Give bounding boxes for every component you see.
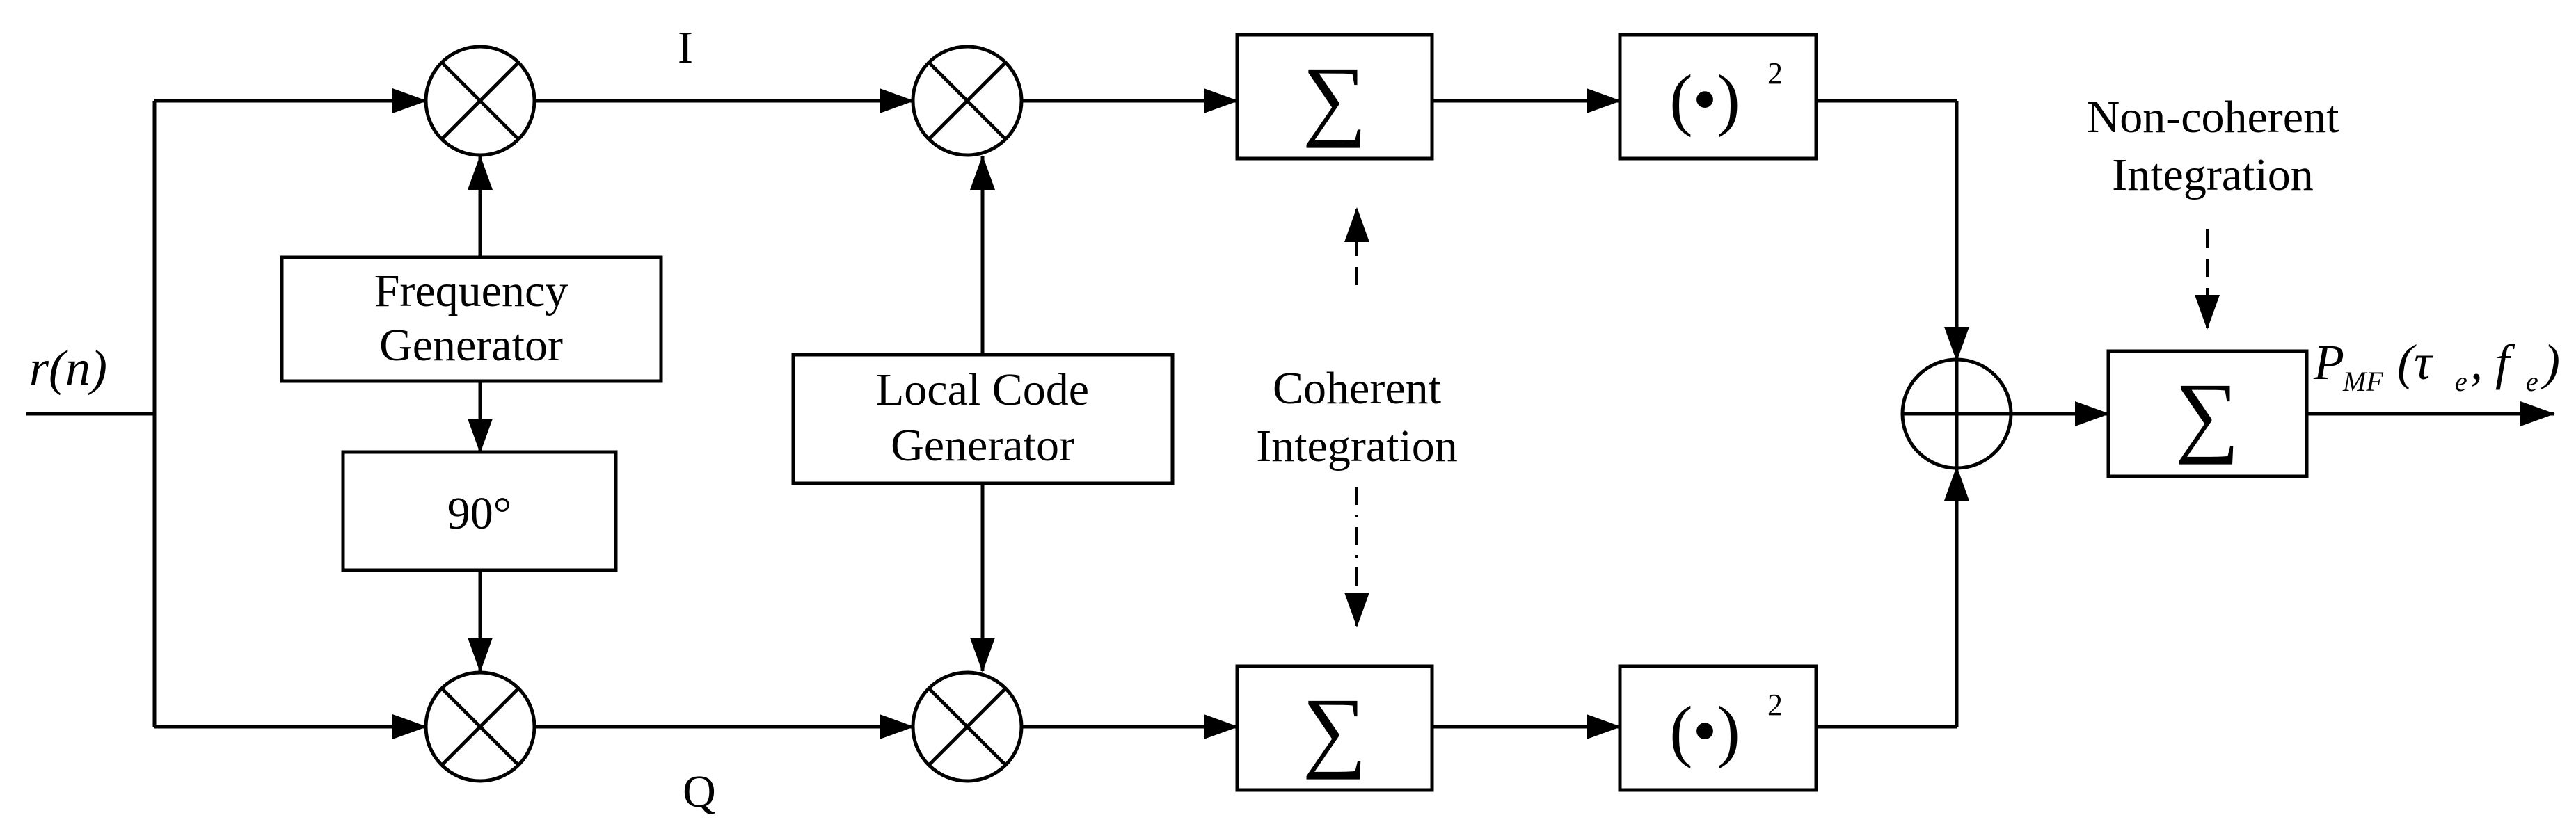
output-args: (τ [2397, 335, 2433, 390]
noncoherent-label-line2: Integration [2112, 150, 2314, 200]
coherent-label-line2: Integration [1256, 421, 1458, 472]
square-i-exponent: 2 [1767, 56, 1783, 90]
output-args-end: ) [2541, 335, 2560, 390]
output-sub: MF [2342, 366, 2383, 397]
coherent-label-line1: Coherent [1273, 363, 1441, 414]
phase-shift-label: 90° [447, 488, 511, 539]
frequency-generator-line2: Generator [379, 320, 563, 371]
mixer-q-2 [911, 670, 1024, 783]
output-args-sub2: e [2526, 366, 2538, 397]
input-line [26, 88, 427, 739]
square-q-block [1618, 664, 1818, 792]
square-i-body: (•) [1669, 61, 1740, 138]
coherent-sum-q-block [1235, 664, 1434, 792]
square-i-to-adder-path [1816, 99, 1969, 362]
local-code-generator-line1: Local Code [876, 364, 1089, 415]
square-i-block [1618, 33, 1818, 161]
coherent-sum-q-symbol: ∑ [1303, 680, 1367, 780]
noncoherent-sum-block [2106, 349, 2309, 478]
mixer-q-1 [424, 670, 536, 783]
q-branch-label: Q [683, 766, 716, 817]
i-branch-label: I [678, 22, 693, 73]
frequency-generator-block [280, 255, 663, 383]
adder [1900, 357, 2013, 470]
frequency-generator-line1: Frequency [374, 266, 569, 316]
noncoherent-label-line1: Non-coherent [2087, 92, 2339, 143]
output-args-sub1: e [2455, 366, 2467, 397]
local-code-generator-block [791, 353, 1175, 485]
noncoherent-sum-symbol: ∑ [2175, 365, 2240, 465]
square-q-exponent: 2 [1767, 688, 1783, 722]
mixer-i-1 [424, 45, 536, 157]
square-q-body: (•) [1669, 692, 1740, 769]
output-main: P [2313, 335, 2344, 390]
input-signal-label: r(n) [29, 340, 107, 396]
square-q-to-adder-path [1816, 466, 1969, 729]
local-code-generator-line2: Generator [891, 420, 1074, 471]
coherent-sum-i-block [1235, 33, 1434, 161]
mixer-i-2 [911, 45, 1024, 157]
coherent-sum-i-symbol: ∑ [1303, 49, 1367, 149]
output-signal-label: P MF (τ e , f e ) [2313, 335, 2560, 397]
output-args-mid: , f [2470, 335, 2515, 390]
